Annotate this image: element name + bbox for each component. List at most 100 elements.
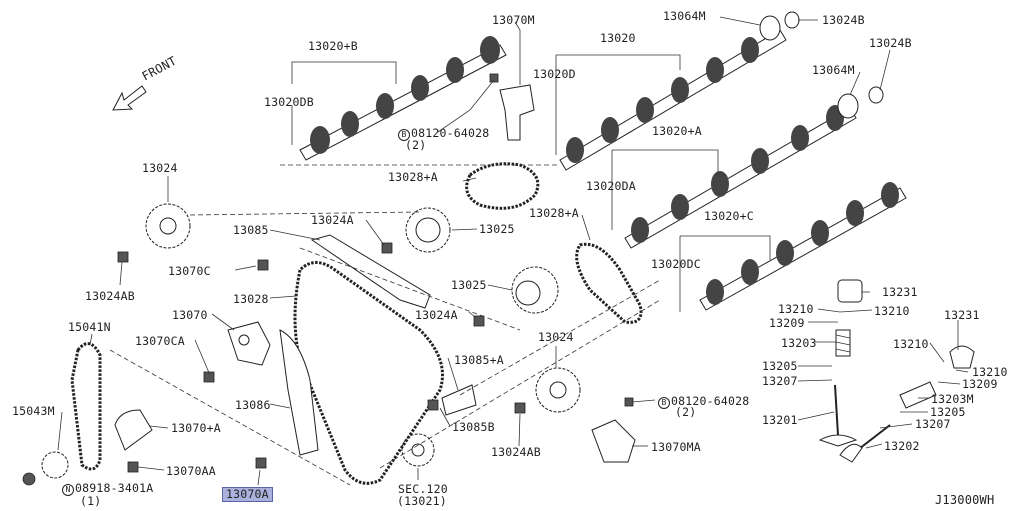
front-arrow-icon	[112, 85, 147, 111]
callout-text: 15043M	[12, 404, 55, 418]
valve-13202	[839, 424, 891, 463]
valve-13201	[818, 384, 858, 447]
callout-13025_top: 13025	[479, 223, 515, 236]
callout-text: 13064M	[812, 63, 855, 77]
tensioner-13070ma	[591, 419, 636, 463]
callout-13064M_r: 13064M	[812, 64, 855, 77]
callout-13086: 13086	[235, 399, 271, 412]
callout-13024B_r: 13024B	[869, 37, 912, 50]
spring-13203m	[899, 381, 937, 409]
callout-text: 13207	[915, 417, 951, 431]
callout-13024_mid: 13024	[538, 331, 574, 344]
callout-text: 13210	[972, 365, 1008, 379]
callout-text: 13028+A	[529, 206, 579, 220]
callout-bolt_b1_qty: (2)	[405, 139, 426, 152]
callout-text: 13070A	[226, 487, 269, 501]
callout-text: 13070M	[492, 13, 535, 27]
callout-13070MA: 13070MA	[651, 441, 701, 454]
callout-text: 13209	[769, 316, 805, 330]
callout-13210_b: 13210	[874, 305, 910, 318]
callout-13024B_top: 13024B	[822, 14, 865, 27]
callout-text: 13024AB	[85, 289, 135, 303]
sprocket-13025-mid	[511, 266, 559, 314]
callout-13085A: 13085+A	[454, 354, 504, 367]
callout-text: 13086	[235, 398, 271, 412]
callout-13024AB_b: 13024AB	[491, 446, 541, 459]
callout-13205_b: 13205	[930, 406, 966, 419]
callout-text: 13070MA	[651, 440, 701, 454]
callout-15041N: 15041N	[68, 321, 111, 334]
sprocket-13025-top	[405, 207, 451, 253]
callout-text: 13024A	[415, 308, 458, 322]
callout-text: 13085B	[452, 420, 495, 434]
callout-text: 13070AA	[166, 464, 216, 478]
callout-text: 08120-64028	[411, 126, 490, 140]
cam-caps	[759, 11, 884, 119]
callout-text: 13024	[538, 330, 574, 344]
guide-13085a	[441, 384, 477, 416]
callout-13028: 13028	[233, 293, 269, 306]
callout-text: 13205	[762, 359, 798, 373]
callout-13203M: 13203M	[931, 393, 974, 406]
callout-text: SEC.120	[398, 482, 448, 496]
callout-13064M_top: 13064M	[663, 10, 706, 23]
callout-text: 13024A	[311, 213, 354, 227]
camshaft-13020a	[624, 105, 857, 249]
callout-text: 13020+B	[308, 39, 358, 53]
callout-text: 13070	[172, 308, 208, 322]
callout-13070A[interactable]: 13070A	[222, 487, 273, 502]
callout-13209_b: 13209	[962, 378, 998, 391]
callout-13070CA: 13070CA	[135, 335, 185, 348]
callout-13210_c: 13210	[893, 338, 929, 351]
callout-13028A_mid: 13028+A	[529, 207, 579, 220]
callout-sec120_sub: (13021)	[397, 495, 447, 508]
callout-13203: 13203	[781, 337, 817, 350]
callout-13020D: 13020D	[533, 68, 576, 81]
callout-text: 13020DA	[586, 179, 636, 193]
callout-text: 13024AB	[491, 445, 541, 459]
callout-text: 13024B	[822, 13, 865, 27]
callout-13207_a: 13207	[762, 375, 798, 388]
callout-13020DA: 13020DA	[586, 180, 636, 193]
chain-13028a-top	[465, 162, 540, 210]
callout-13020B: 13020+B	[308, 40, 358, 53]
callout-13020A: 13020+A	[652, 125, 702, 138]
callout-text: 13024	[142, 161, 178, 175]
callout-text: 13020	[600, 31, 636, 45]
callout-13028A_top: 13028+A	[388, 171, 438, 184]
callout-13207_b: 13207	[915, 418, 951, 431]
callout-15043M: 15043M	[12, 405, 55, 418]
callout-prefix-icon: B	[658, 397, 670, 409]
callout-13209_a: 13209	[769, 317, 805, 330]
callout-text: 13085	[233, 223, 269, 237]
callout-text: 13085+A	[454, 353, 504, 367]
tensioner-13070	[227, 321, 271, 366]
callout-13231_r: 13231	[882, 286, 918, 299]
callout-13024A_mid: 13024A	[415, 309, 458, 322]
callout-text: 13201	[762, 413, 798, 427]
bolt-icons	[22, 73, 634, 486]
callout-text: 13231	[882, 285, 918, 299]
sprocket-13024-mid	[535, 367, 581, 413]
callout-text: 15041N	[68, 320, 111, 334]
callout-text: 13020DB	[264, 95, 314, 109]
callout-text: 13025	[479, 222, 515, 236]
callout-text: 13020D	[533, 67, 576, 81]
callout-text: 13207	[762, 374, 798, 388]
callout-13024A_top: 13024A	[311, 214, 354, 227]
callout-13201: 13201	[762, 414, 798, 427]
callout-text: 13210	[778, 302, 814, 316]
chain-15041n	[70, 342, 102, 471]
callout-text: 13020+A	[652, 124, 702, 138]
callout-text: 13020+C	[704, 209, 754, 223]
callout-13210_a: 13210	[778, 303, 814, 316]
callout-13070AA: 13070AA	[166, 465, 216, 478]
callout-bolt_b2_qty: (2)	[675, 406, 696, 419]
callout-13024: 13024	[142, 162, 178, 175]
callout-text: 13020DC	[651, 257, 701, 271]
callout-text: 13202	[884, 439, 920, 453]
